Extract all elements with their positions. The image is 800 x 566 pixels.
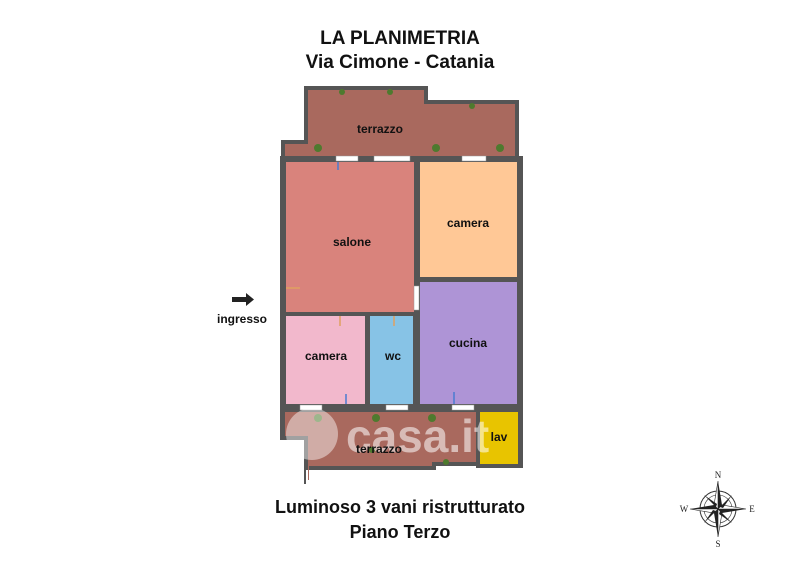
label-salone: salone	[333, 235, 371, 249]
room-wc	[370, 316, 413, 404]
room-cucina	[420, 282, 517, 404]
plan-subtitle: Via Cimone - Catania	[305, 52, 495, 73]
room-terrazzo-bottom	[285, 412, 476, 480]
label-terrazzo-top: terrazzo	[357, 122, 403, 136]
entrance-label: ingresso	[217, 312, 267, 326]
compass-n: N	[715, 470, 722, 480]
label-cucina: cucina	[449, 336, 487, 350]
compass-w: W	[680, 504, 689, 514]
windows	[299, 155, 487, 411]
watermark-text: casa.it	[346, 410, 489, 462]
plant-icon	[432, 144, 440, 152]
compass-e: E	[749, 504, 755, 514]
plan-title: LA PLANIMETRIA	[320, 28, 480, 49]
room-camera-1	[420, 162, 517, 277]
plant-icon	[314, 414, 322, 422]
description-line-1: Luminoso 3 vani ristrutturato	[274, 497, 526, 517]
entrance-arrow-icon	[232, 293, 254, 306]
compass-s: S	[715, 539, 720, 549]
plant-icon	[372, 414, 380, 422]
room-salone	[286, 162, 414, 312]
watermark: casa.it	[286, 408, 489, 462]
plant-icon	[387, 89, 393, 95]
compass-rose-icon: N S E W	[680, 470, 756, 549]
plant-icon	[339, 89, 345, 95]
plant-icon	[496, 144, 504, 152]
room-camera-2	[286, 316, 365, 404]
doors	[286, 162, 455, 404]
plant-icon	[443, 459, 449, 465]
description-line-2: Piano Terzo	[349, 522, 451, 542]
label-lav: lav	[491, 430, 508, 444]
plant-icons	[314, 89, 504, 465]
label-camera-1: camera	[447, 216, 489, 230]
plant-icon	[369, 447, 375, 453]
plant-icon	[469, 103, 475, 109]
room-lav	[480, 412, 518, 464]
room-terrazzo-top	[285, 90, 515, 156]
label-wc: wc	[384, 349, 401, 363]
label-camera-2: camera	[305, 349, 347, 363]
plant-icon	[428, 414, 436, 422]
watermark-logo-icon	[286, 408, 338, 460]
label-terrazzo-bottom: terrazzo	[356, 442, 402, 456]
plant-icon	[314, 144, 322, 152]
